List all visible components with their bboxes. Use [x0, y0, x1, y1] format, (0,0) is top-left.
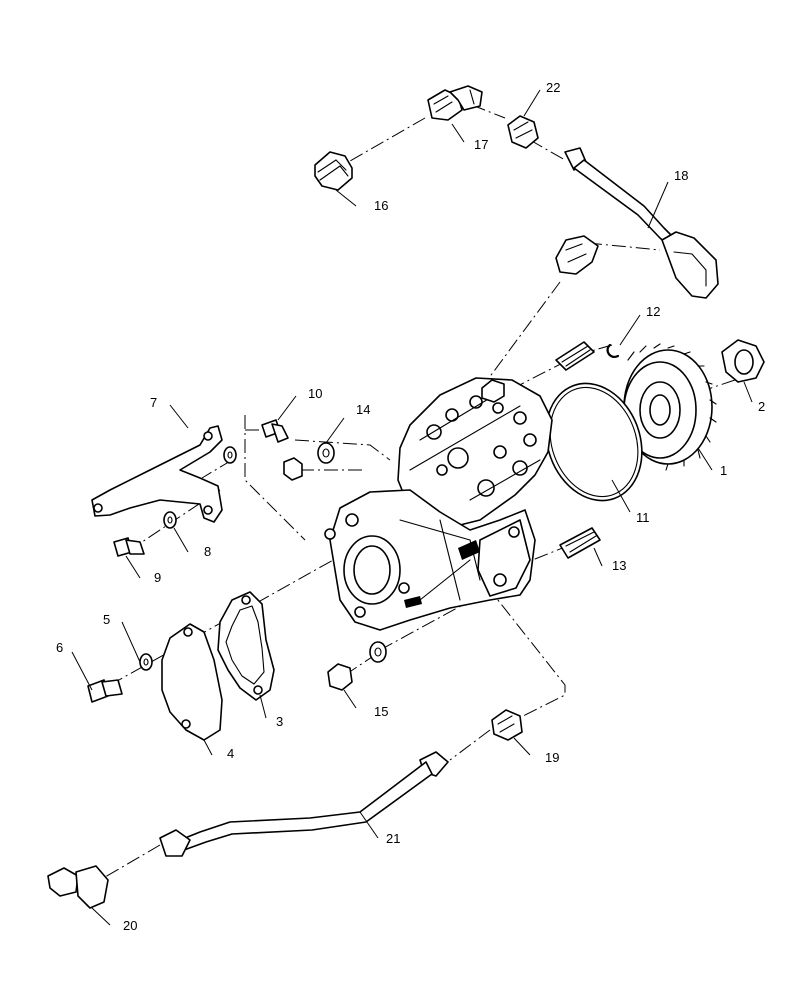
- callout-labels: 1 2 3 4 5 6 7 8 9 10 11 12 13 14 15 16 1…: [56, 80, 765, 933]
- part-21-pipe: [159, 751, 449, 857]
- stud-upper: [555, 341, 595, 371]
- callout-4: 4: [227, 746, 234, 761]
- lock-nut: [283, 457, 303, 481]
- callout-2: 2: [758, 399, 765, 414]
- part-15-nut: [327, 663, 353, 691]
- part-20-elbow-fitting: [47, 865, 109, 909]
- pump-assembly: [324, 377, 553, 631]
- washer-near-bracket: [223, 446, 237, 464]
- callout-1: 1: [720, 463, 727, 478]
- callout-3: 3: [276, 714, 283, 729]
- callout-22: 22: [546, 80, 560, 95]
- callout-15: 15: [374, 704, 388, 719]
- leader-lines: [71, 89, 753, 926]
- part-3-gasket: [217, 591, 275, 701]
- part-6-bolt: [87, 679, 123, 703]
- part-16-plug: [314, 151, 353, 191]
- part-22-fitting: [507, 115, 539, 149]
- callout-19: 19: [545, 750, 559, 765]
- callout-9: 9: [154, 570, 161, 585]
- washer-near-15: [369, 641, 387, 663]
- callout-12: 12: [646, 304, 660, 319]
- callout-20: 20: [123, 918, 137, 933]
- callout-13: 13: [612, 558, 626, 573]
- banjo-fitting: [555, 235, 599, 275]
- callout-10: 10: [308, 386, 322, 401]
- part-7-bracket: [91, 425, 223, 523]
- part-5-washer: [139, 653, 153, 671]
- callout-5: 5: [103, 612, 110, 627]
- callout-6: 6: [56, 640, 63, 655]
- callout-8: 8: [204, 544, 211, 559]
- part-11-o-ring: [545, 382, 643, 502]
- callout-18: 18: [674, 168, 688, 183]
- part-12-snap-ring: [606, 343, 620, 358]
- callout-17: 17: [474, 137, 488, 152]
- callout-14: 14: [356, 402, 370, 417]
- part-10-bolt: [261, 419, 289, 443]
- part-17-elbow-fitting: [427, 85, 483, 121]
- callout-21: 21: [386, 831, 400, 846]
- part-14-washer: [317, 442, 335, 464]
- part-19-fitting: [491, 709, 523, 741]
- callout-11: 11: [636, 510, 650, 525]
- part-18-pipe: [564, 147, 719, 299]
- callout-7: 7: [150, 395, 157, 410]
- part-13-stud: [559, 527, 601, 559]
- part-8-washer: [163, 511, 177, 529]
- part-1-gear: [623, 343, 717, 471]
- part-9-bolt: [113, 537, 145, 557]
- part-4-cover-plate: [161, 623, 223, 741]
- part-2-hex-nut: [721, 339, 765, 383]
- callout-16: 16: [374, 198, 388, 213]
